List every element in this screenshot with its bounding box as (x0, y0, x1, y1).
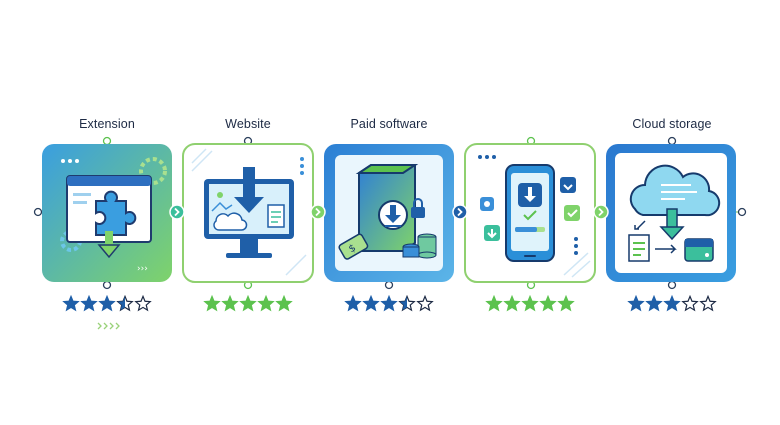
rating-stars-app-store (460, 295, 600, 313)
step-label-website: Website (225, 117, 271, 131)
star-icon (275, 295, 293, 312)
step-label-paid-software: Paid software (350, 117, 428, 131)
card-app-store (464, 143, 596, 283)
star-icon (521, 295, 539, 312)
star-icon (398, 295, 416, 312)
star-icon (134, 295, 152, 312)
star-icon (557, 295, 575, 312)
card-cloud-storage (605, 143, 737, 283)
star-icon (344, 295, 362, 312)
step-label-extension: Extension (79, 117, 135, 131)
star-icon (257, 295, 275, 312)
star-icon (645, 295, 663, 312)
card-paid-software: $ (323, 143, 455, 283)
card-website (182, 143, 314, 283)
chevrons-icon (97, 322, 120, 330)
step-label-cloud-storage: Cloud storage (632, 117, 712, 131)
star-icon (485, 295, 503, 312)
star-icon (62, 295, 80, 312)
star-icon (362, 295, 380, 312)
rating-stars-extension (37, 295, 177, 313)
connector-node-end (737, 207, 747, 217)
star-icon (699, 295, 717, 312)
svg-text:›››: ››› (137, 264, 148, 274)
rating-stars-website (178, 295, 318, 313)
star-icon (98, 295, 116, 312)
star-icon (221, 295, 239, 312)
star-icon (681, 295, 699, 312)
rating-stars-cloud-storage (602, 295, 742, 313)
svg-text:$: $ (347, 242, 358, 255)
star-icon (663, 295, 681, 312)
connector-node-start (33, 207, 43, 217)
star-icon (503, 295, 521, 312)
star-icon (116, 295, 134, 312)
card-extension: ››› (41, 143, 173, 283)
star-icon (627, 295, 645, 312)
star-icon (203, 295, 221, 312)
rating-stars-paid-software (319, 295, 459, 313)
star-icon (539, 295, 557, 312)
star-icon (239, 295, 257, 312)
star-icon (416, 295, 434, 312)
star-icon (380, 295, 398, 312)
star-icon (80, 295, 98, 312)
